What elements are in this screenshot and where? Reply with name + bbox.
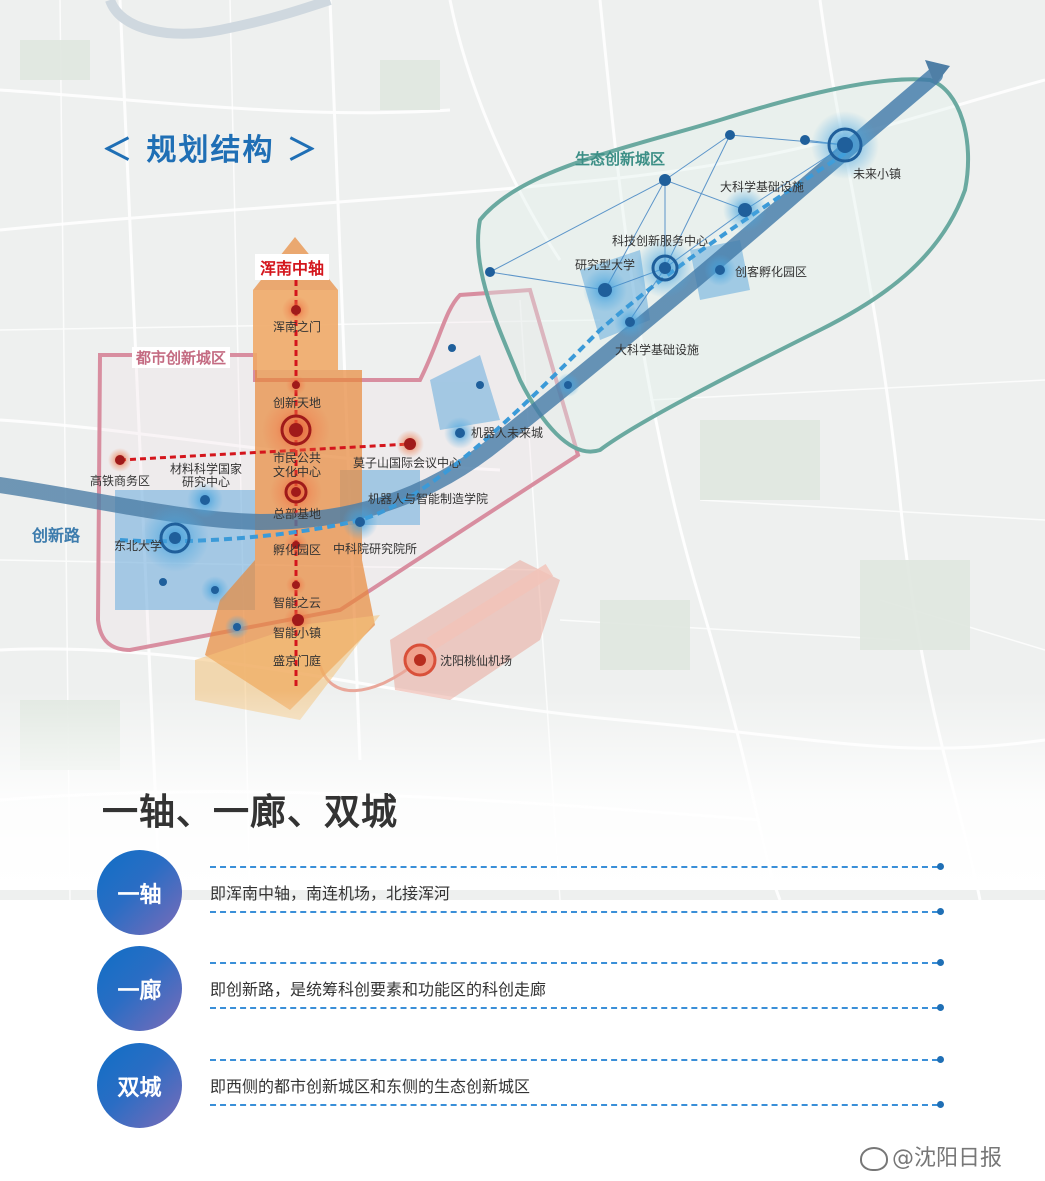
map-label-hunnan-gate: 浑南之门 <box>272 320 322 334</box>
map-label-robot-academy: 机器人与智能制造学院 <box>368 492 489 506</box>
urban-zone-label: 都市创新城区 <box>132 347 231 368</box>
map-label-innovation-land: 创新天地 <box>272 396 322 410</box>
summary-title: 一轴、一廊、双城 <box>102 792 399 833</box>
dot-icon <box>937 1101 944 1108</box>
map-label-hq-base: 总部基地 <box>272 507 322 521</box>
dot-icon <box>937 1004 944 1011</box>
map-label-smart-cloud: 智能之云 <box>272 596 322 610</box>
legend-badge: 一廊 <box>97 946 182 1031</box>
divider-line <box>210 1101 944 1108</box>
legend-description: 即浑南中轴，南连机场，北接浑河 <box>210 884 451 903</box>
map-label-cas-institutes: 中科院研究院所 <box>333 542 418 556</box>
legend-badge: 双城 <box>97 1043 182 1128</box>
watermark-text: @沈阳日报 <box>892 1146 1003 1171</box>
map-label-hsr-district: 高铁商务区 <box>90 474 151 488</box>
page-title-text: 规划结构 <box>146 133 275 168</box>
legend-badge: 一轴 <box>97 850 182 935</box>
map-label-airport: 沈阳桃仙机场 <box>440 654 513 668</box>
weibo-icon <box>860 1147 888 1171</box>
dot-icon <box>937 1056 944 1063</box>
legend-row-axis: 一轴 即浑南中轴，南连机场，北接浑河 <box>97 850 957 935</box>
dot-icon <box>937 908 944 915</box>
dot-icon <box>937 959 944 966</box>
map-label-materials-center: 材料科学国家研究中心 <box>169 462 242 489</box>
page-title: ＜ 规划结构 ＞ <box>102 125 319 169</box>
river <box>105 0 332 39</box>
bracket-right-icon: ＞ <box>286 133 319 168</box>
map-label-tech-service: 科技创新服务中心 <box>612 234 709 248</box>
legend-description: 即西侧的都市创新城区和东侧的生态创新城区 <box>210 1077 531 1096</box>
map-label-big-sci-2: 大科学基础设施 <box>615 343 700 357</box>
map-label-future-town: 未来小镇 <box>853 167 902 181</box>
map-label-maker-park: 创客孵化园区 <box>735 265 808 279</box>
map-label-research-univ: 研究型大学 <box>575 258 636 272</box>
legend-description: 即创新路，是统筹科创要素和功能区的科创走廊 <box>210 980 547 999</box>
divider-line <box>210 1056 944 1063</box>
map-label-robot-city: 机器人未来城 <box>471 426 544 440</box>
divider-line <box>210 959 944 966</box>
map-label-shengjing-court: 盛京门庭 <box>272 654 322 668</box>
dot-icon <box>937 863 944 870</box>
map-label-mozi-center: 莫子山国际会议中心 <box>353 456 462 470</box>
axis-title: 浑南中轴 <box>255 254 330 280</box>
bracket-left-icon: ＜ <box>102 133 134 168</box>
corridor-label: 创新路 <box>32 526 81 545</box>
eco-zone-label: 生态创新城区 <box>575 150 666 168</box>
map-label-neu: 东北大学 <box>114 539 163 553</box>
map-label-civic-center: 市民公共文化中心 <box>272 451 321 479</box>
map-label-incubation: 孵化园区 <box>272 543 322 557</box>
legend-row-cities: 双城 即西侧的都市创新城区和东侧的生态创新城区 <box>97 1043 957 1128</box>
legend-row-corridor: 一廊 即创新路，是统筹科创要素和功能区的科创走廊 <box>97 946 957 1031</box>
map-label-big-sci-1: 大科学基础设施 <box>720 180 805 194</box>
divider-line <box>210 1004 944 1011</box>
map-nodes <box>108 111 879 677</box>
divider-line <box>210 863 944 870</box>
watermark: @沈阳日报 <box>860 1140 1002 1172</box>
map-label-smart-town: 智能小镇 <box>272 626 322 640</box>
bottom-fade <box>0 690 1045 890</box>
divider-line <box>210 908 944 915</box>
